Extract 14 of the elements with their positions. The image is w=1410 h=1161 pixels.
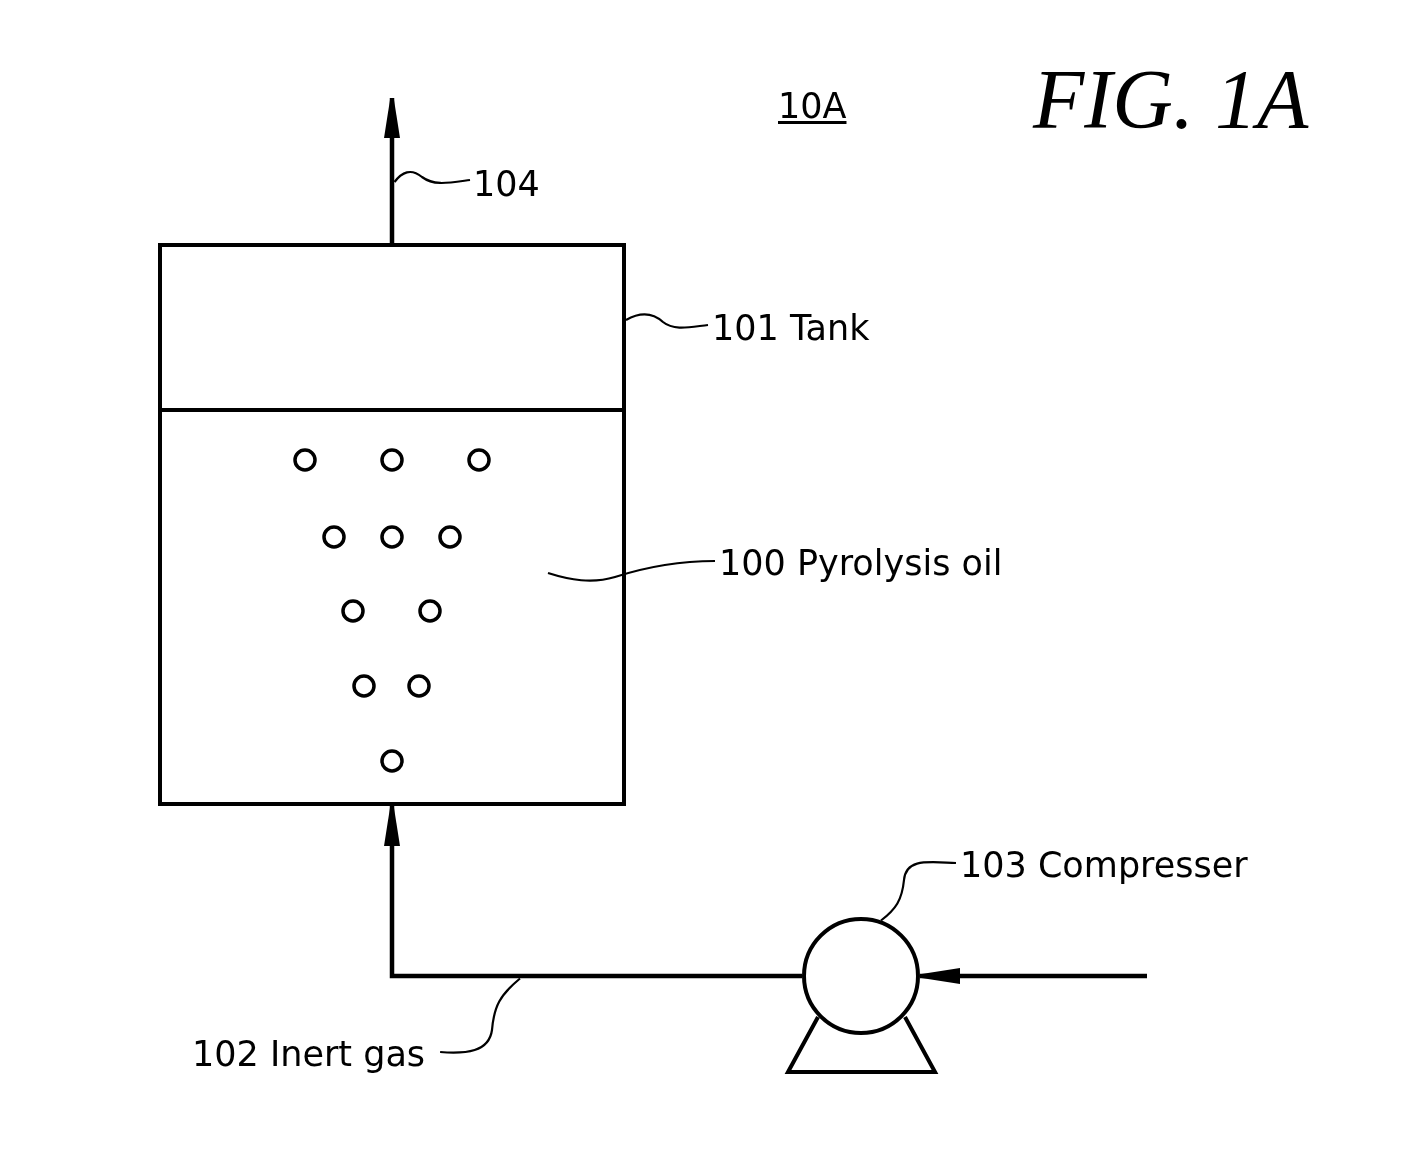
figure-reference: 10A: [778, 85, 847, 127]
leader-line: [547, 559, 715, 582]
leader-line: [393, 170, 471, 185]
leader-line: [625, 313, 709, 329]
callout-label: 102 Inert gas: [192, 1033, 426, 1075]
leader-line: [440, 977, 521, 1054]
callout-label: 104: [473, 163, 540, 205]
figure-number: FIG. 1A: [1033, 52, 1309, 148]
compressor-circle: [802, 917, 920, 1035]
callout-label: 103 Compresser: [960, 844, 1248, 886]
callout-label: 100 Pyrolysis oil: [719, 542, 1003, 584]
leader-line: [880, 861, 957, 922]
tank-vessel: [158, 243, 626, 806]
callout-label: 101 Tank: [712, 307, 870, 349]
